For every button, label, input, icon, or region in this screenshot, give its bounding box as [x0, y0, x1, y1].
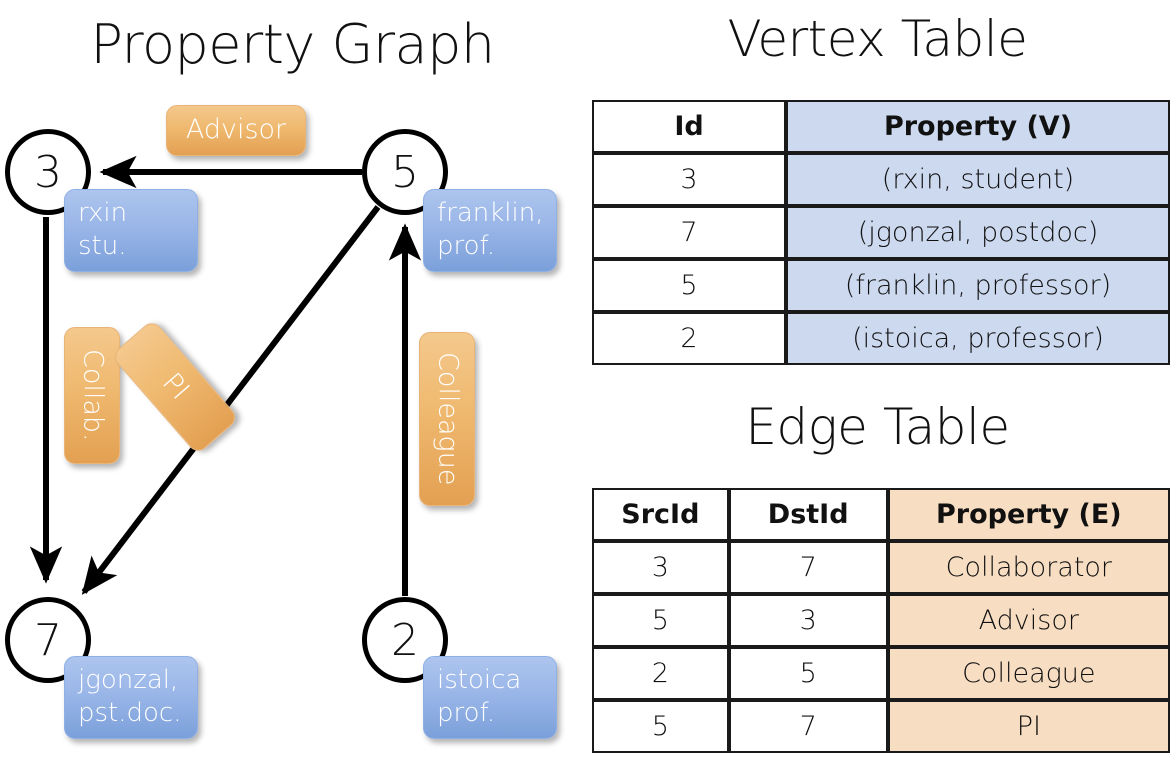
edge-line-5-to-7	[81, 205, 381, 595]
vertex-cell-id: 7	[592, 206, 786, 259]
graph-node-2[interactable]: 2	[362, 597, 448, 683]
graph-edge-lines	[29, 155, 422, 596]
edge-cell-property: Colleague	[887, 647, 1170, 700]
edge-cell-srcid: 3	[592, 541, 729, 594]
vertex-property-box-3: rxin stu.	[64, 189, 198, 272]
vertex-property-line-2: prof.	[437, 231, 496, 262]
table-row[interactable]: 3 (rxin, student)	[592, 153, 1170, 206]
edge-cell-property: Advisor	[887, 594, 1170, 647]
vertex-cell-id: 2	[592, 312, 786, 365]
vertex-table-header-row: Id Property (V)	[592, 100, 1170, 153]
vertex-property-box-2: istoica prof.	[423, 656, 557, 739]
vertex-property-line-2: stu.	[78, 231, 127, 262]
vertex-cell-id: 3	[592, 153, 786, 206]
vertex-property-line-1: franklin,	[437, 198, 544, 228]
vertex-property-line-2: pst.doc.	[78, 698, 182, 729]
vertex-property-line-1: rxin	[78, 198, 128, 228]
page-title-vertex-table: Vertex Table	[727, 10, 1028, 68]
edge-cell-dstid: 7	[728, 700, 888, 753]
edge-table-header-dstid: DstId	[728, 488, 888, 541]
edge-cell-srcid: 5	[592, 594, 729, 647]
edge-cell-dstid: 5	[728, 647, 888, 700]
table-row[interactable]: 5 3 Advisor	[592, 594, 1170, 647]
page-title-edge-table: Edge Table	[745, 398, 1010, 456]
vertex-table-header-id: Id	[592, 100, 786, 153]
edge-cell-srcid: 2	[592, 647, 729, 700]
vertex-cell-id: 5	[592, 259, 786, 312]
vertex-cell-property: (rxin, student)	[786, 153, 1170, 206]
vertex-property-line-2: prof.	[437, 698, 496, 729]
edge-table-header-srcid: SrcId	[592, 488, 729, 541]
edge-cell-dstid: 3	[728, 594, 888, 647]
edge-property-box-colleague: Colleague	[419, 332, 475, 506]
vertex-table: Id Property (V) 3 (rxin, student) 7 (jgo…	[592, 100, 1170, 365]
edge-property-box-collab: Collab.	[64, 327, 120, 464]
edge-table-header-property: Property (E)	[887, 488, 1170, 541]
vertex-cell-property: (jgonzal, postdoc)	[786, 206, 1170, 259]
graph-node-5[interactable]: 5	[362, 129, 448, 215]
table-row[interactable]: 7 (jgonzal, postdoc)	[592, 206, 1170, 259]
edge-property-box-advisor: Advisor	[166, 105, 306, 156]
edge-cell-property: Collaborator	[887, 541, 1170, 594]
property-graph-diagram: 3 5 7 2 rxin stu. franklin, prof. jgonza…	[5, 105, 557, 739]
edge-table: SrcId DstId Property (E) 3 7 Collaborato…	[592, 488, 1170, 753]
vertex-table-header-property: Property (V)	[786, 100, 1170, 153]
edge-cell-property: PI	[887, 700, 1170, 753]
vertex-cell-property: (istoica, professor)	[786, 312, 1170, 365]
table-row[interactable]: 3 7 Collaborator	[592, 541, 1170, 594]
edge-table-header-row: SrcId DstId Property (E)	[592, 488, 1170, 541]
edge-cell-dstid: 7	[728, 541, 888, 594]
page-title-property-graph: Property Graph	[90, 13, 495, 76]
table-row[interactable]: 2 (istoica, professor)	[592, 312, 1170, 365]
vertex-cell-property: (franklin, professor)	[786, 259, 1170, 312]
table-row[interactable]: 5 (franklin, professor)	[592, 259, 1170, 312]
edge-cell-srcid: 5	[592, 700, 729, 753]
vertex-property-line-1: istoica	[437, 665, 522, 695]
table-row[interactable]: 5 7 PI	[592, 700, 1170, 753]
vertex-property-box-5: franklin, prof.	[423, 189, 557, 272]
vertex-property-box-7: jgonzal, pst.doc.	[64, 656, 198, 739]
table-row[interactable]: 2 5 Colleague	[592, 647, 1170, 700]
vertex-property-line-1: jgonzal,	[78, 665, 179, 695]
